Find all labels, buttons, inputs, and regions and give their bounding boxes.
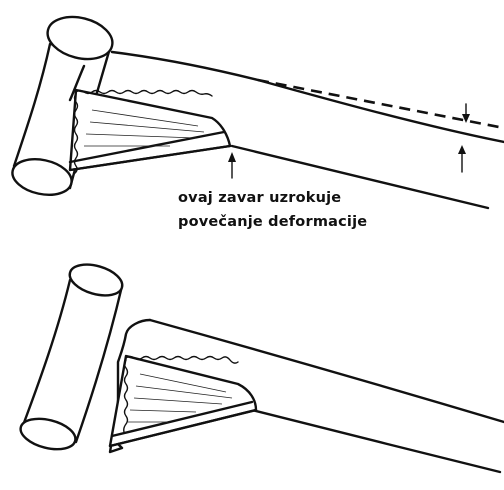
bottom-welded-joint <box>19 263 504 474</box>
original-position-dashed-line <box>257 78 504 130</box>
bottom-cross-tube <box>19 263 124 451</box>
top-tube-upper-edge <box>110 50 260 82</box>
weld-toe-arrow <box>228 152 236 179</box>
top-gusset-weld <box>68 88 232 175</box>
top-tube-left-end <box>68 64 86 102</box>
bottom-tube-lower-edge <box>250 408 502 474</box>
bottom-tube-upper-edge <box>148 318 504 424</box>
deflection-arrows <box>458 103 470 173</box>
annotation-line-1: ovaj zavar uzrokuje <box>178 190 342 206</box>
top-welded-joint <box>11 15 504 210</box>
deformed-tube-edge <box>256 78 504 144</box>
weld-annotation-label: ovaj zavar uzrokuje povečanje deformacij… <box>178 186 367 234</box>
annotation-line-2: povečanje deformacije <box>178 214 368 230</box>
bottom-gusset-weld <box>108 354 258 448</box>
top-tube-lower-edge <box>230 144 490 210</box>
top-cross-tube <box>11 15 114 196</box>
